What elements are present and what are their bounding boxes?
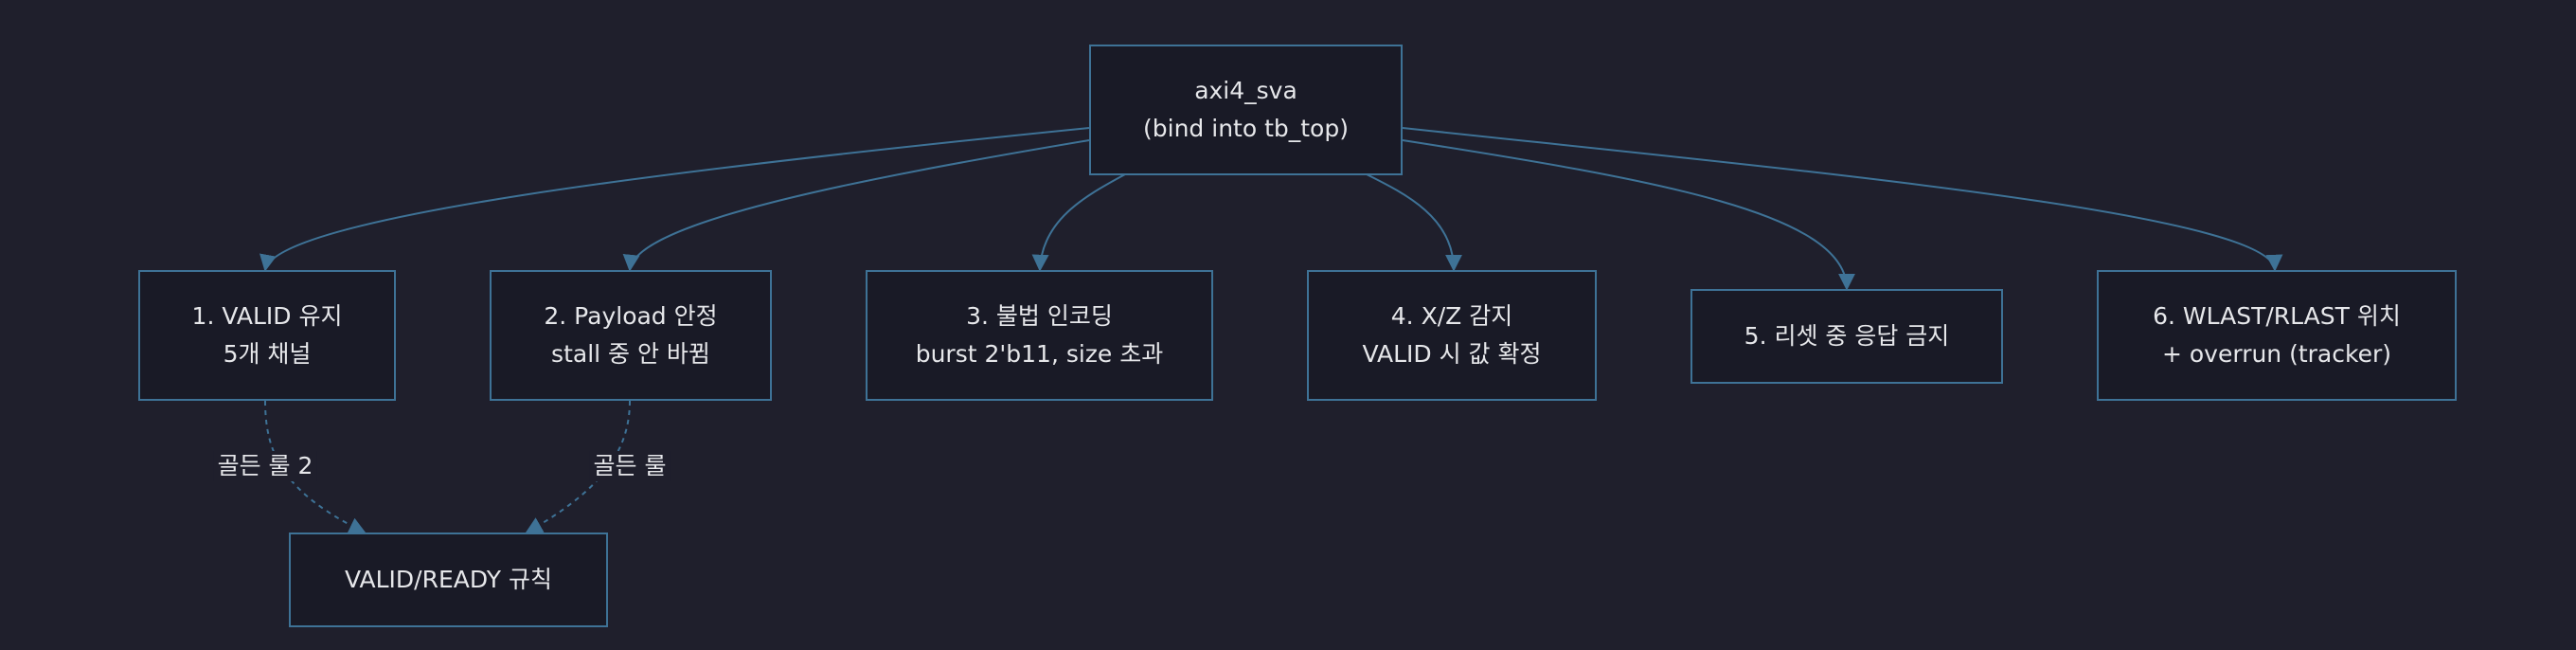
node-payload-stable-title: 2. Payload 안정 <box>544 302 718 330</box>
node-reset-no-response-title: 5. 리셋 중 응답 금지 <box>1744 322 1950 350</box>
node-axi4-sva-subtitle: (bind into tb_top) <box>1143 115 1349 142</box>
node-axi4-sva-title: axi4_sva <box>1194 77 1297 104</box>
edge-1-to-rule <box>264 400 367 533</box>
edge-root-to-4 <box>1366 173 1462 272</box>
node-wlast-rlast-subtitle: + overrun (tracker) <box>2161 340 2392 368</box>
node-axi4-sva: axi4_sva (bind into tb_top) <box>1089 45 1403 175</box>
node-valid-ready-rule: VALID/READY 규칙 <box>289 533 608 627</box>
node-xz-detect: 4. X/Z 감지 VALID 시 값 확정 <box>1307 270 1597 401</box>
edge-root-to-1 <box>259 127 1090 272</box>
node-illegal-encoding: 3. 불법 인코딩 burst 2'b11, size 초과 <box>866 270 1213 401</box>
node-valid-hold-title: 1. VALID 유지 <box>191 302 343 330</box>
node-payload-stable: 2. Payload 안정 stall 중 안 바뀜 <box>490 270 772 401</box>
edge-root-to-2 <box>622 139 1090 272</box>
node-valid-hold-subtitle: 5개 채널 <box>223 340 312 368</box>
node-payload-stable-subtitle: stall 중 안 바뀜 <box>551 340 710 368</box>
node-xz-detect-title: 4. X/Z 감지 <box>1390 302 1513 330</box>
node-xz-detect-subtitle: VALID 시 값 확정 <box>1362 340 1542 368</box>
node-wlast-rlast-title: 6. WLAST/RLAST 위치 <box>2153 302 2401 330</box>
edge-root-to-3 <box>1031 173 1126 272</box>
edge-label-golden-rule: 골든 룰 <box>589 451 671 481</box>
node-illegal-encoding-subtitle: burst 2'b11, size 초과 <box>915 340 1164 368</box>
node-valid-hold: 1. VALID 유지 5개 채널 <box>138 270 396 401</box>
edge-label-golden-rule-2: 골든 룰 2 <box>213 451 317 481</box>
node-valid-ready-rule-title: VALID/READY 규칙 <box>345 566 552 593</box>
node-reset-no-response: 5. 리셋 중 응답 금지 <box>1690 289 2003 384</box>
node-illegal-encoding-title: 3. 불법 인코딩 <box>966 302 1113 330</box>
node-wlast-rlast: 6. WLAST/RLAST 위치 + overrun (tracker) <box>2097 270 2457 401</box>
edge-root-to-5 <box>1402 139 1855 291</box>
edge-root-to-6 <box>1402 127 2283 272</box>
